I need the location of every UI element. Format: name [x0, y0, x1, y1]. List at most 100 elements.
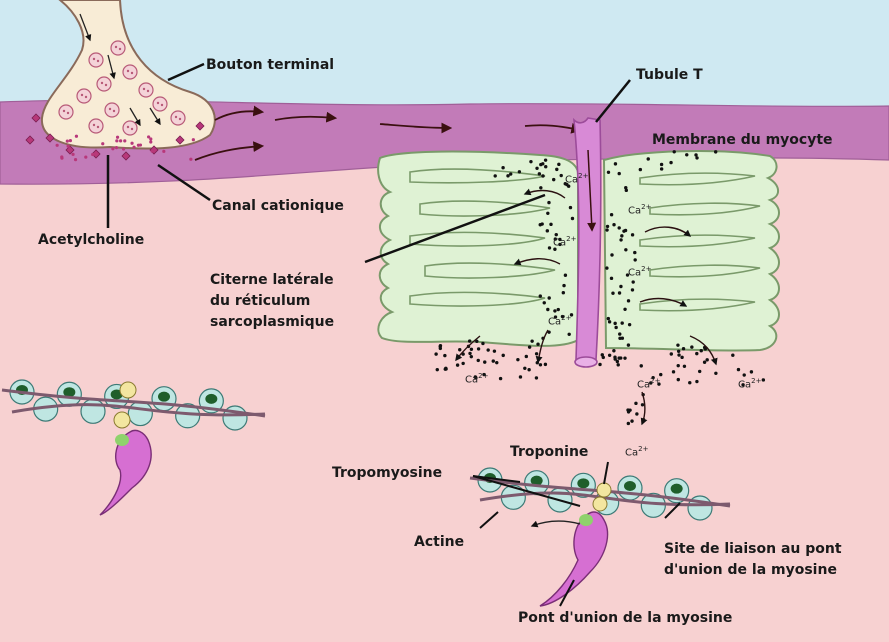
calcium-dot — [571, 217, 574, 220]
calcium-dot — [557, 163, 560, 166]
acetylcholine-dot — [149, 137, 152, 140]
calcium-dot — [611, 291, 614, 294]
calcium-dot — [439, 344, 442, 347]
calcium-dot — [499, 377, 502, 380]
calcium-dot — [623, 308, 626, 311]
troponin — [114, 412, 130, 428]
calcium-dot — [619, 238, 622, 241]
acetylcholine-dot — [130, 142, 133, 145]
calcium-dot — [623, 356, 626, 359]
label-site-2: d'union de la myosine — [664, 562, 837, 579]
calcium-dot — [470, 355, 473, 358]
calcium-dot — [628, 323, 631, 326]
acetylcholine-dot — [71, 153, 74, 156]
label-site-1: Site de liaison au pont — [664, 541, 842, 558]
calcium-dot — [540, 222, 543, 225]
label-membrane-myocyte: Membrane du myocyte — [652, 132, 833, 149]
binding-site — [577, 478, 589, 488]
calcium-dot — [536, 342, 539, 345]
acetylcholine-dot — [132, 146, 135, 149]
acetylcholine-dot — [84, 156, 87, 159]
synaptic-vesicle — [59, 105, 73, 119]
calcium-dot — [612, 349, 615, 352]
synaptic-vesicle — [153, 97, 167, 111]
calcium-dot — [659, 373, 662, 376]
calcium-dot — [639, 168, 642, 171]
calcium-dot — [492, 359, 495, 362]
vesicle-content — [127, 126, 129, 128]
calcium-dot — [617, 363, 620, 366]
calcium-dot — [617, 356, 620, 359]
calcium-dot — [605, 228, 608, 231]
acetylcholine-dot — [139, 143, 142, 146]
vesicle-content — [97, 126, 99, 128]
vesicle-content — [113, 110, 115, 112]
calcium-dot — [569, 206, 572, 209]
calcium-dot — [616, 360, 619, 363]
ca-label: Ca2+ — [565, 172, 588, 185]
calcium-dot — [547, 296, 550, 299]
calcium-dot — [444, 367, 447, 370]
troponin — [597, 483, 611, 497]
calcium-dot — [606, 225, 609, 228]
calcium-dot — [539, 163, 542, 166]
calcium-dot — [677, 378, 680, 381]
calcium-dot — [618, 332, 621, 335]
label-troponine: Troponine — [510, 444, 588, 461]
calcium-dot — [458, 348, 461, 351]
synaptic-vesicle — [123, 121, 137, 135]
acetylcholine-dot — [101, 142, 104, 145]
acetylcholine-dot — [116, 136, 119, 139]
vesicle-content — [67, 112, 69, 114]
calcium-dot — [544, 363, 547, 366]
calcium-dot — [608, 320, 611, 323]
calcium-dot — [647, 157, 650, 160]
synaptic-vesicle — [105, 103, 119, 117]
troponin — [120, 382, 136, 398]
vesicle-content — [63, 110, 65, 112]
calcium-dot — [625, 189, 628, 192]
calcium-dot — [660, 167, 663, 170]
calcium-dot — [627, 422, 630, 425]
calcium-dot — [607, 171, 610, 174]
vesicle-content — [147, 90, 149, 92]
calcium-dot — [562, 291, 565, 294]
synaptic-vesicle — [89, 53, 103, 67]
calcium-dot — [525, 355, 528, 358]
calcium-dot — [641, 403, 644, 406]
calcium-dot — [552, 178, 555, 181]
vesicle-content — [131, 128, 133, 130]
calcium-dot — [529, 160, 532, 163]
calcium-dot — [539, 363, 542, 366]
ca-label: Ca2+ — [553, 235, 576, 248]
calcium-dot — [631, 233, 634, 236]
acetylcholine-dot — [111, 147, 114, 150]
calcium-dot — [633, 251, 636, 254]
calcium-dot — [434, 352, 437, 355]
calcium-dot — [617, 226, 620, 229]
label-canal-cationique: Canal cationique — [212, 198, 344, 215]
calcium-dot — [553, 309, 556, 312]
ca-label: Ca2+ — [465, 372, 488, 385]
calcium-dot — [477, 359, 480, 362]
calcium-dot — [703, 361, 706, 364]
calcium-dot — [677, 350, 680, 353]
myosin-binding-tip — [115, 434, 129, 446]
synaptic-vesicle — [123, 65, 137, 79]
calcium-dot — [633, 258, 636, 261]
calcium-dot — [618, 291, 621, 294]
calcium-dot — [618, 337, 621, 340]
calcium-dot — [680, 356, 683, 359]
acetylcholine-dot — [123, 139, 126, 142]
synaptic-vesicle — [89, 119, 103, 133]
calcium-dot — [535, 167, 538, 170]
acetylcholine-dot — [56, 144, 59, 147]
calcium-dot — [695, 156, 698, 159]
vesicle-content — [127, 70, 129, 72]
calcium-dot — [468, 352, 471, 355]
vesicle-content — [179, 118, 181, 120]
label-tropomyosine: Tropomyosine — [332, 465, 442, 482]
calcium-dot — [468, 339, 471, 342]
ca-label: Ca2+ — [548, 314, 571, 327]
calcium-dot — [694, 153, 697, 156]
